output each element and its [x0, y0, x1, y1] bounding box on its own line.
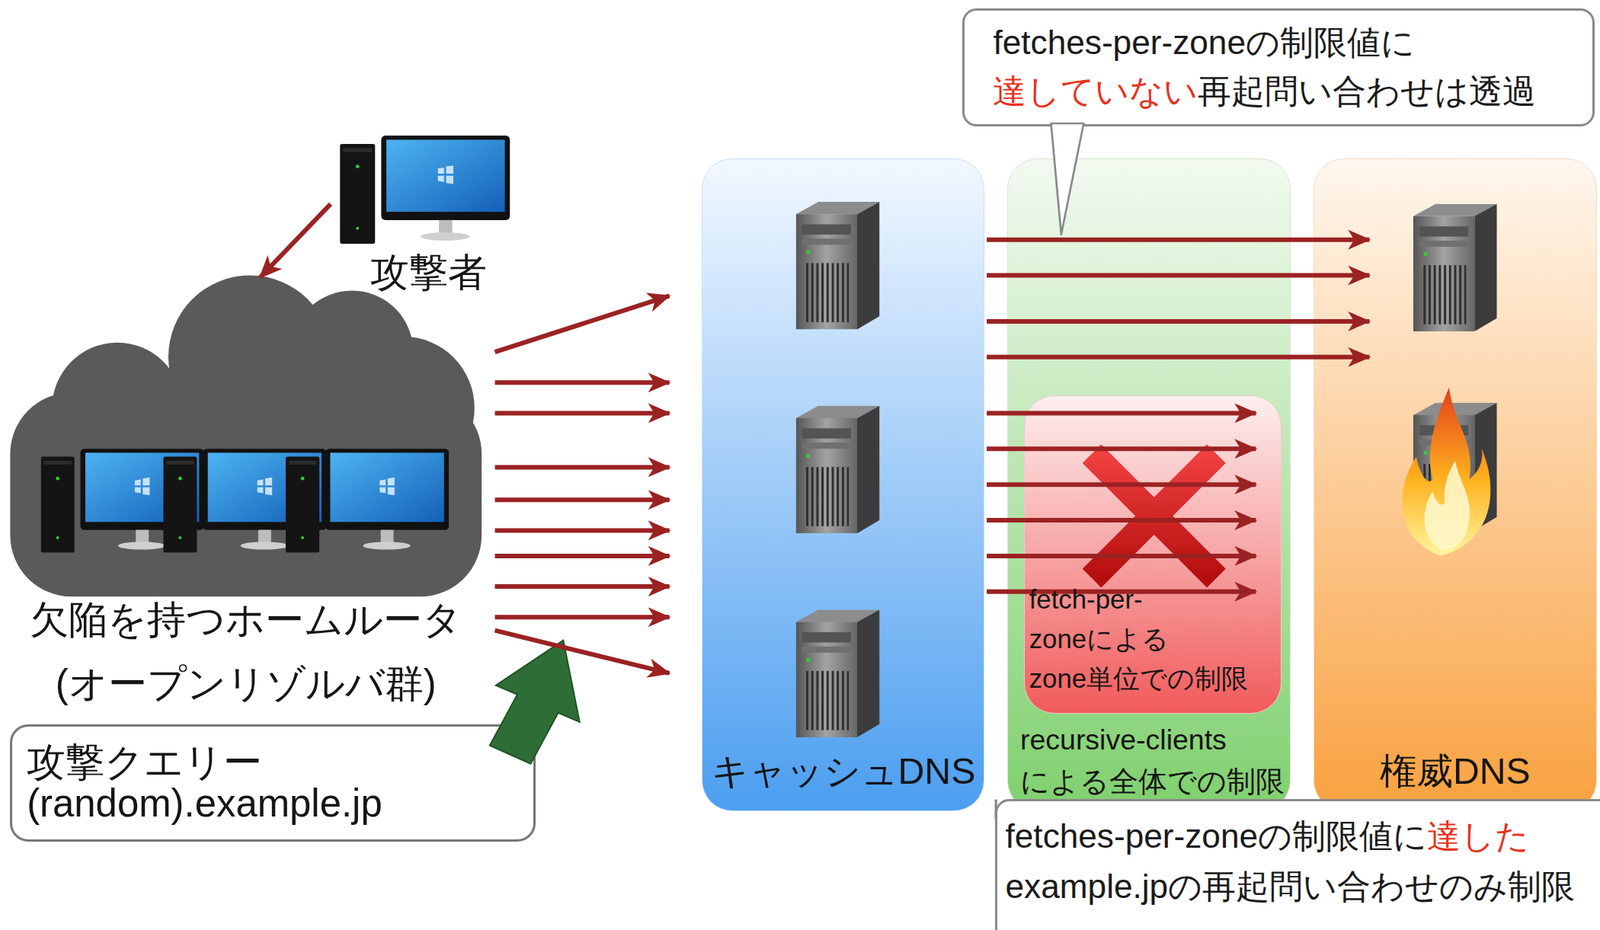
node-label: キャッシュDNS: [708, 749, 978, 794]
callout-tail: [994, 800, 997, 820]
query-arrow: [986, 553, 1256, 559]
callout-text: fetches-per-zoneの制限値に: [1005, 817, 1428, 855]
callout-box: fetches-per-zoneの制限値に達した example.jpの再起問い合…: [995, 799, 1600, 930]
query-pointer-arrow: [489, 640, 580, 765]
cloud-lobe: [331, 336, 475, 480]
query-arrow: [986, 446, 1256, 452]
cross-stroke: [1091, 454, 1216, 579]
highlight-text: 達していない: [992, 72, 1198, 110]
fire-core: [1424, 460, 1471, 551]
authoritative-dns-servers: [1402, 204, 1498, 557]
callout-text: fetches-per-zoneの制限値に: [992, 23, 1415, 61]
query-arrow: [495, 584, 670, 589]
open-resolver-group: 欠陥を持つホームルータ (オープンリゾルバ群): [9, 275, 482, 717]
callout-text: example.jpの再起問い合わせのみ制限: [1005, 867, 1576, 906]
query-arrow: [986, 273, 1370, 279]
authoritative-dns-panel: 権威DNS: [1313, 158, 1597, 812]
query-arrow: [495, 630, 670, 674]
node-label: 攻撃クエリー (random).example.jp: [26, 742, 525, 824]
query-arrow: [495, 295, 670, 352]
server-icon: [1413, 204, 1498, 332]
query-arrow: [495, 464, 670, 470]
text-line: fetches-per-zoneの制限値に: [992, 18, 1572, 68]
server-icon: [1413, 403, 1498, 531]
query-arrow: [259, 204, 331, 278]
attacker-computer: [339, 135, 510, 244]
cloud-lobe: [51, 342, 183, 474]
query-arrow: [495, 497, 670, 503]
text-line: fetches-per-zoneの制限値に達した: [1005, 811, 1595, 862]
cache-dns-servers: [796, 201, 880, 738]
query-arrow: [495, 614, 670, 620]
fire-symbol: [1402, 387, 1492, 557]
fetches-per-zone-panel: fetch-per-zoneによる zone単位での制限: [1024, 395, 1282, 714]
computer-icon: [339, 135, 510, 244]
blocked-cross: [1091, 454, 1216, 579]
home-router-computers: [41, 448, 450, 553]
cache-dns-panel: キャッシュDNS: [701, 158, 985, 812]
server-icon: [796, 201, 880, 330]
text-line: example.jpの再起問い合わせのみ制限: [1005, 861, 1595, 912]
node-label: fetch-per-zoneによる zone単位での制限: [1029, 579, 1277, 700]
query-arrow: [986, 355, 1370, 360]
computer-icon: [163, 448, 327, 553]
query-arrow: [495, 528, 670, 533]
server-icon: [796, 610, 880, 738]
node-label: 欠陥を持つホームルータ (オープンリゾルバ群): [12, 588, 480, 717]
cross-stroke: [1091, 454, 1216, 579]
computer-icon: [41, 448, 205, 553]
attacker-node: 攻撃者: [336, 130, 521, 296]
cloud-lobe: [291, 291, 414, 414]
callout-box: fetches-per-zoneの制限値に達していない再起問い合わせは透過: [962, 8, 1595, 127]
query-arrow: [986, 319, 1370, 324]
callout-tail: [1050, 123, 1084, 235]
recursive-clients-panel: recursive-clients による全体での制限 fetch-per-zon…: [1007, 158, 1291, 812]
text-line: 達していない再起問い合わせは透過: [992, 67, 1572, 116]
attack-query-box: 攻撃クエリー (random).example.jp: [9, 724, 536, 842]
query-arrow: [986, 410, 1256, 416]
query-arrow: [495, 380, 670, 385]
query-arrow: [986, 237, 1370, 243]
query-arrow: [986, 589, 1256, 595]
highlight-text: 達した: [1427, 817, 1530, 855]
query-arrow: [986, 482, 1256, 487]
cloud-lobe: [168, 275, 332, 439]
computer-icon: [285, 448, 449, 553]
query-arrow: [495, 553, 670, 559]
node-label: 攻撃者: [339, 249, 519, 296]
server-icon: [796, 406, 880, 534]
query-arrow: [495, 410, 670, 416]
open-resolver-cloud-shape: [9, 275, 482, 597]
node-label: 権威DNS: [1320, 749, 1591, 794]
query-arrow: [986, 518, 1256, 523]
callout-text: 再起問い合わせは透過: [1197, 72, 1536, 110]
cloud-body: [9, 392, 482, 597]
node-label: recursive-clients による全体での制限: [1020, 719, 1284, 803]
